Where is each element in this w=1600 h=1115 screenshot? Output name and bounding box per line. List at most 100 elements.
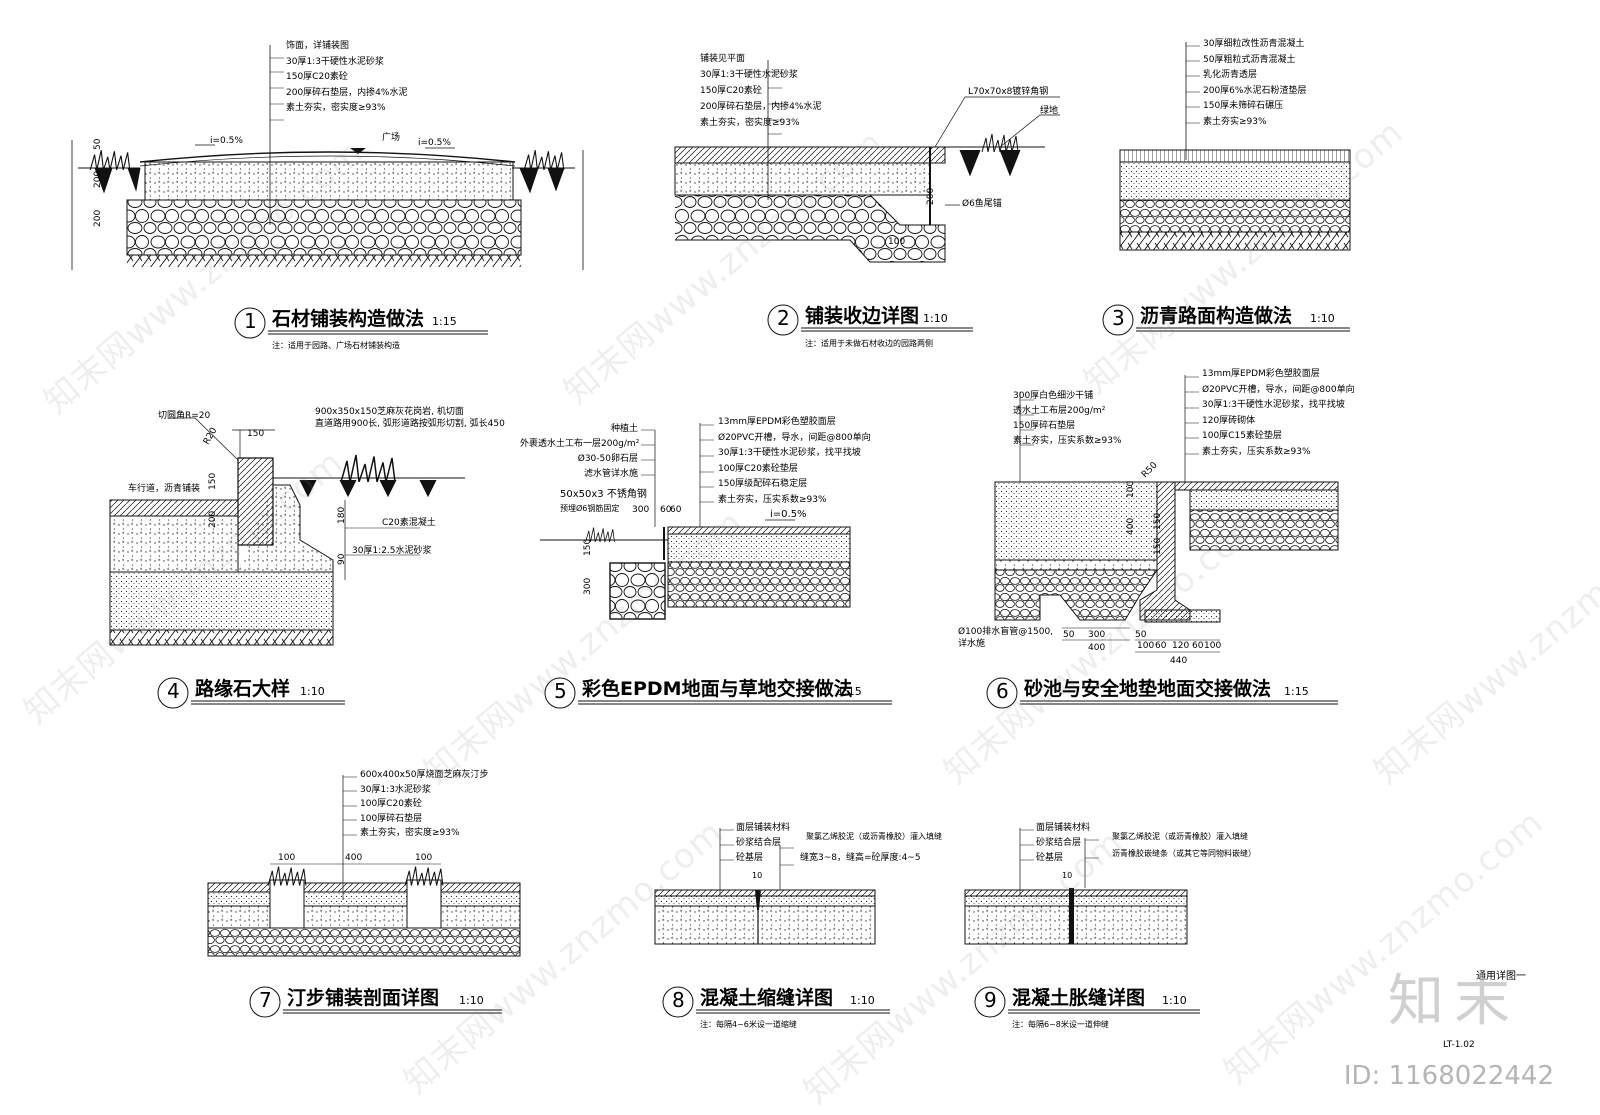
detail-note: 注：每隔6~8米设一道伸缝 bbox=[1012, 1020, 1109, 1029]
detail-title: 砂池与安全地垫地面交接做法 bbox=[1024, 678, 1272, 700]
svg-text:300: 300 bbox=[1088, 630, 1105, 640]
detail-8: 10 bbox=[654, 828, 876, 945]
callout-label: 车行道，沥青铺装 bbox=[128, 484, 201, 494]
svg-text:90: 90 bbox=[337, 553, 347, 565]
area-label: 广场 bbox=[382, 133, 401, 143]
svg-text:100: 100 bbox=[1137, 641, 1154, 651]
detail-number: 1 bbox=[244, 309, 257, 333]
sheet-number: LT-1.02 bbox=[1443, 1040, 1475, 1050]
svg-text:60: 60 bbox=[1155, 641, 1167, 651]
detail-title: 混凝土缩缝详图 bbox=[700, 987, 834, 1009]
layer-callout: 外裹透水土工布一层200g/m² bbox=[520, 439, 640, 449]
detail-number: 4 bbox=[167, 679, 180, 703]
detail-scale: 1:10 bbox=[1162, 994, 1187, 1007]
layer-callout: 30厚1:3水泥砂浆 bbox=[360, 784, 431, 795]
detail-title: 混凝土胀缝详图 bbox=[1012, 987, 1146, 1009]
layer-callout: 30厚1:3干硬性水泥砂浆，找平找坡 bbox=[718, 448, 861, 458]
detail-scale: 1:10 bbox=[923, 312, 948, 325]
detail-number: 2 bbox=[777, 306, 790, 330]
svg-text:440: 440 bbox=[1170, 656, 1187, 666]
detail-title: 路缘石大样 bbox=[195, 678, 291, 700]
detail-number: 6 bbox=[996, 679, 1009, 703]
layer-callout: 200厚碎石垫层，内掺4%水泥 bbox=[700, 102, 822, 112]
svg-text:100: 100 bbox=[415, 853, 432, 863]
detail-scale: 1:15 bbox=[837, 685, 862, 698]
layer-callout: 13mm厚EPDM彩色塑胶面层 bbox=[718, 417, 836, 427]
svg-text:60: 60 bbox=[660, 505, 672, 515]
layer-callout: 30厚细粒改性沥青混凝土 bbox=[1203, 39, 1305, 49]
detail-note: 注：每隔4~6米设一道缩缝 bbox=[700, 1020, 797, 1029]
detail-1: 50 200 200 bbox=[71, 45, 584, 270]
layer-callout: 砂浆结合层 bbox=[736, 838, 782, 848]
layer-callout: 素土夯实，压实系数≥93% bbox=[1013, 436, 1122, 446]
callout-label: L70x70x8镀锌角钢 bbox=[968, 87, 1049, 97]
detail-title: 沥青路面构造做法 bbox=[1140, 305, 1293, 327]
detail-number: 7 bbox=[259, 988, 272, 1012]
svg-text:150: 150 bbox=[1153, 513, 1163, 530]
svg-text:100: 100 bbox=[1126, 481, 1136, 498]
brand-watermark: 知末 bbox=[1388, 969, 1520, 1034]
detail-scale: 1:10 bbox=[300, 685, 325, 698]
layer-callout: Ø20PVC开槽，导水，间距@800单向 bbox=[1202, 384, 1355, 395]
layer-callout: 直道路用900长, 弧形道路按弧形切割, 弧长450 bbox=[315, 419, 505, 429]
svg-text:200: 200 bbox=[208, 511, 218, 528]
layer-callout: 30厚1:3干硬性水泥砂浆，找平找坡 bbox=[1202, 400, 1345, 410]
svg-text:50: 50 bbox=[1135, 630, 1147, 640]
detail-scale: 1:10 bbox=[1310, 312, 1335, 325]
layer-callout: 30厚1:3干硬性水泥砂浆 bbox=[700, 70, 798, 80]
slope-label: i=0.5% bbox=[770, 509, 807, 520]
layer-callout: 30厚1:3干硬性水泥砂浆 bbox=[286, 56, 384, 67]
callout-label: Ø100排水盲管@1500, bbox=[958, 627, 1054, 637]
callout-label: 绿地 bbox=[1040, 106, 1059, 116]
detail-title: 石材铺装构造做法 bbox=[272, 308, 425, 330]
detail-note: 注：适用于未做石材收边的园路两侧 bbox=[805, 339, 933, 348]
callout-label: 缝宽3~8，缝高=砼厚度:4~5 bbox=[800, 853, 921, 863]
layer-callout: 铺装见平面 bbox=[700, 54, 746, 64]
layer-callout: 滤水管详水施 bbox=[583, 469, 638, 479]
layer-callout: 100厚C20素砼垫层 bbox=[718, 463, 798, 474]
detail-title: 铺装收边详图 bbox=[805, 305, 920, 327]
layer-callout: 13mm厚EPDM彩色塑胶面层 bbox=[1202, 369, 1320, 379]
detail-title: 彩色EPDM地面与草地交接做法 bbox=[582, 678, 853, 700]
layer-callout: 120厚砖砌体 bbox=[1202, 415, 1256, 426]
svg-text:10: 10 bbox=[752, 871, 762, 880]
layer-callout: 900x350x150芝麻灰花岗岩, 机切面 bbox=[315, 407, 464, 417]
svg-text:50: 50 bbox=[1063, 630, 1075, 640]
svg-text:50: 50 bbox=[93, 138, 103, 150]
layer-callout: 150厚C20素砼 bbox=[286, 72, 348, 82]
svg-text:300: 300 bbox=[583, 578, 593, 595]
detail-number: 3 bbox=[1112, 306, 1125, 330]
svg-text:150: 150 bbox=[247, 429, 264, 439]
detail-scale: 1:10 bbox=[850, 994, 875, 1007]
layer-callout: 150厚未筛碎石碾压 bbox=[1203, 101, 1284, 111]
layer-callout: 面层铺装材料 bbox=[1036, 823, 1091, 833]
layer-callout: 种植土 bbox=[610, 424, 638, 434]
detail-6: R50 100 400 150 150 50 300 400 50 100 60… bbox=[994, 375, 1339, 666]
slope-label: i=0.5% bbox=[210, 136, 243, 146]
layer-callout: 素土夯实，压实系数≥93% bbox=[1202, 446, 1311, 457]
layer-callout: 素土夯实，密实度≥93% bbox=[286, 103, 386, 113]
layer-callout: 50厚粗粒式沥青混凝土 bbox=[1203, 54, 1296, 65]
layer-callout: 砼基层 bbox=[736, 853, 764, 863]
layer-callout: 100厚C15素砼垫层 bbox=[1202, 431, 1282, 441]
layer-callout: 100厚C20素砼 bbox=[360, 799, 422, 809]
image-id-text: ID: 1168022442 bbox=[1343, 1061, 1554, 1091]
detail-7: 100 400 100 bbox=[207, 775, 521, 957]
svg-text:200: 200 bbox=[93, 171, 103, 188]
layer-callout: 600x400x50厚烧面芝麻灰汀步 bbox=[360, 770, 489, 780]
callout-label: C20素混凝土 bbox=[382, 518, 436, 528]
detail-number: 8 bbox=[672, 988, 685, 1012]
layer-callout: 素土夯实，密实度≥93% bbox=[360, 828, 460, 838]
detail-scale: 1:10 bbox=[459, 994, 484, 1007]
layer-callout: 150厚C20素砼 bbox=[700, 86, 762, 96]
layer-callout: Ø30-50卵石层 bbox=[577, 454, 638, 464]
layer-callout: Ø20PVC开槽，导水，间距@800单向 bbox=[718, 432, 871, 443]
detail-number: 9 bbox=[984, 988, 997, 1012]
layer-callout: 饰面，详铺装图 bbox=[286, 41, 350, 51]
svg-text:180: 180 bbox=[337, 507, 347, 524]
layer-callout: 乳化沥青透层 bbox=[1203, 70, 1258, 80]
layer-callout: 300厚白色细沙干铺 bbox=[1013, 391, 1094, 401]
callout-label: Ø6鱼尾锚 bbox=[962, 199, 1002, 209]
